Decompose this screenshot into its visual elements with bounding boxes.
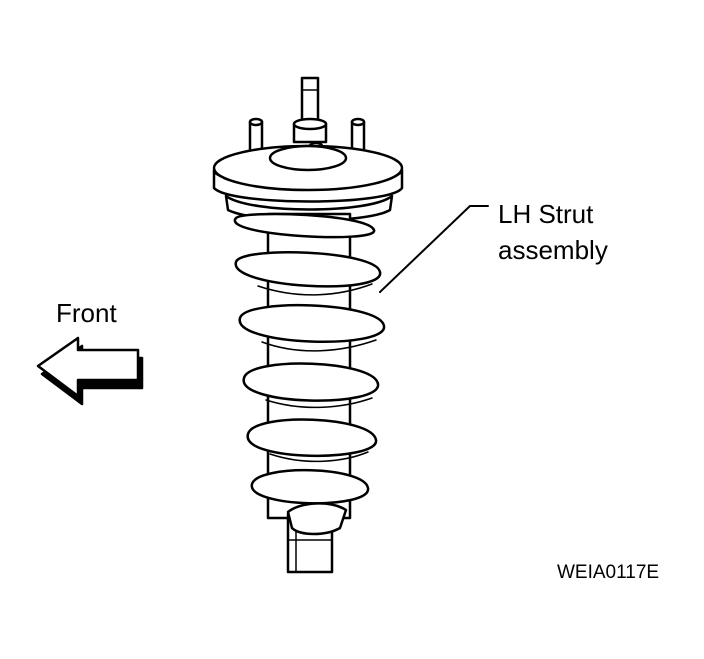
callout-leader-line [379,205,489,293]
callout-line-1: LH Strut [498,199,594,229]
figure-code: WEIA0117E [557,562,660,583]
callout-line-2: assembly [498,235,608,265]
lower-spring-seat [286,502,348,536]
front-arrow-icon [36,336,144,406]
front-direction-label: Front [56,298,117,328]
center-stud [292,76,328,144]
upper-mount-plate [212,144,404,222]
coil-spring [233,212,386,505]
strut-assembly-callout: LH Strut assembly [498,196,608,268]
